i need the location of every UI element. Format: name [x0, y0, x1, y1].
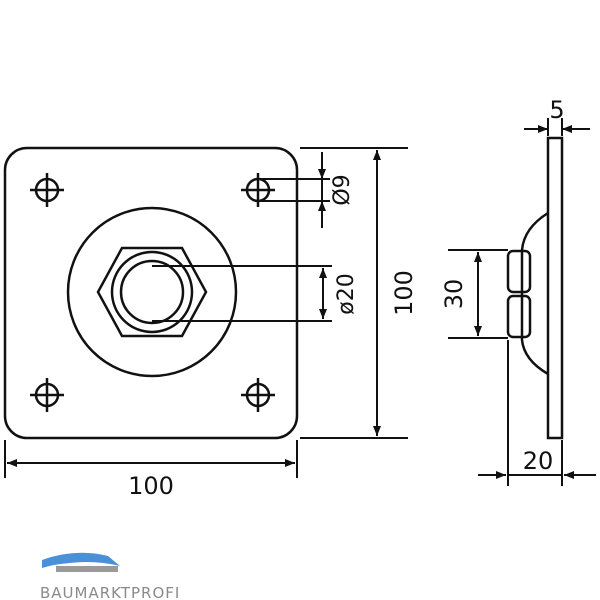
- hex-nut: [96, 246, 208, 338]
- side-flange: [520, 211, 549, 376]
- logo-roof-icon: [42, 552, 120, 568]
- side-nut-bottom: [506, 294, 532, 339]
- width-label: 100: [128, 472, 174, 500]
- front-dimensions: [4, 147, 408, 478]
- mount-hole-top-left: [30, 173, 64, 207]
- logo-text: BAUMARKTPROFI: [40, 584, 180, 600]
- logo-bar-icon: [56, 566, 118, 572]
- front-labels: 100 100 Ø9 ø20: [128, 174, 418, 500]
- total-depth-label: 20: [523, 447, 554, 475]
- brand-logo: BAUMARKTPROFI: [40, 552, 180, 600]
- side-labels: 5 30 20: [440, 96, 565, 475]
- side-dimensions: [448, 118, 596, 486]
- nut-ring-outer: [110, 250, 194, 334]
- nut-ring-inner: [119, 259, 185, 325]
- nut-height-label: 30: [440, 279, 468, 310]
- flange-circle: [66, 206, 238, 378]
- hole-diameter-label: Ø9: [330, 174, 355, 205]
- bore-diameter-label: ø20: [334, 273, 359, 314]
- side-view: [506, 136, 564, 440]
- mount-hole-bottom-right: [241, 378, 275, 412]
- base-plate-outline: [3, 146, 299, 440]
- height-label: 100: [390, 270, 418, 316]
- mount-hole-bottom-left: [30, 378, 64, 412]
- front-view: [3, 146, 299, 440]
- side-nut-top: [506, 249, 532, 294]
- plate-thickness-label: 5: [549, 96, 564, 124]
- side-plate: [546, 136, 564, 440]
